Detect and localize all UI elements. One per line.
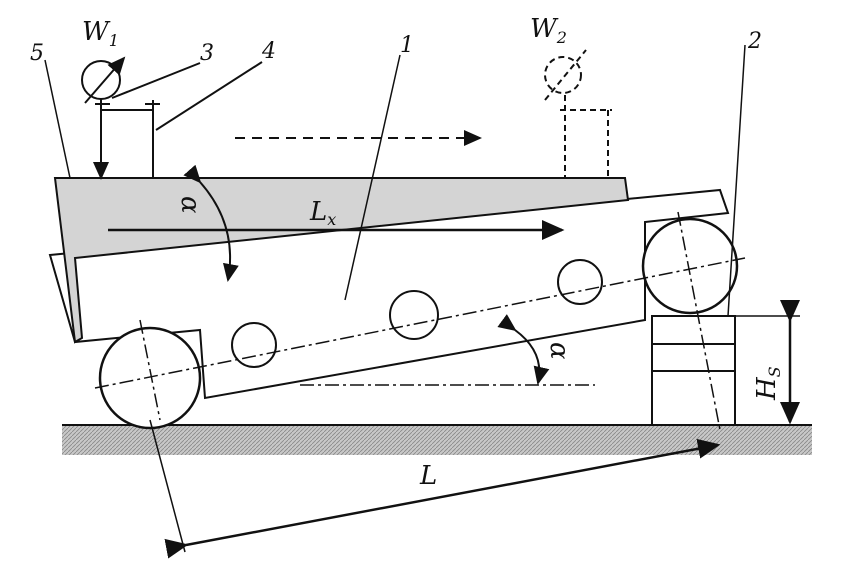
leader-2 — [727, 44, 746, 317]
sensor-w2 — [544, 49, 612, 178]
label-5: 5 — [30, 41, 44, 66]
label-alpha-bottom: α — [544, 342, 574, 360]
label-alpha-top: α — [175, 196, 205, 214]
label-w1: W1 — [82, 17, 119, 50]
l-dimension — [164, 438, 721, 559]
label-2: 2 — [747, 29, 762, 54]
rear-wheel — [98, 326, 202, 430]
alpha-arc-top — [183, 164, 239, 282]
label-1: 1 — [400, 33, 414, 58]
label-w2: W2 — [530, 14, 567, 47]
centerlines — [94, 211, 746, 431]
leader-5 — [44, 59, 71, 179]
sensor-w1 — [81, 56, 263, 180]
label-lx: Lx — [309, 197, 336, 229]
label-hs: HS — [752, 366, 784, 401]
front-wheel — [641, 217, 739, 315]
alpha-arc-bottom — [497, 314, 550, 385]
l-extension-line — [149, 419, 186, 553]
ground — [62, 425, 812, 455]
label-l: L — [419, 461, 437, 491]
label-4: 4 — [261, 39, 276, 64]
label-3: 3 — [200, 41, 214, 66]
leader-1 — [344, 54, 401, 301]
support-blocks — [651, 315, 736, 426]
